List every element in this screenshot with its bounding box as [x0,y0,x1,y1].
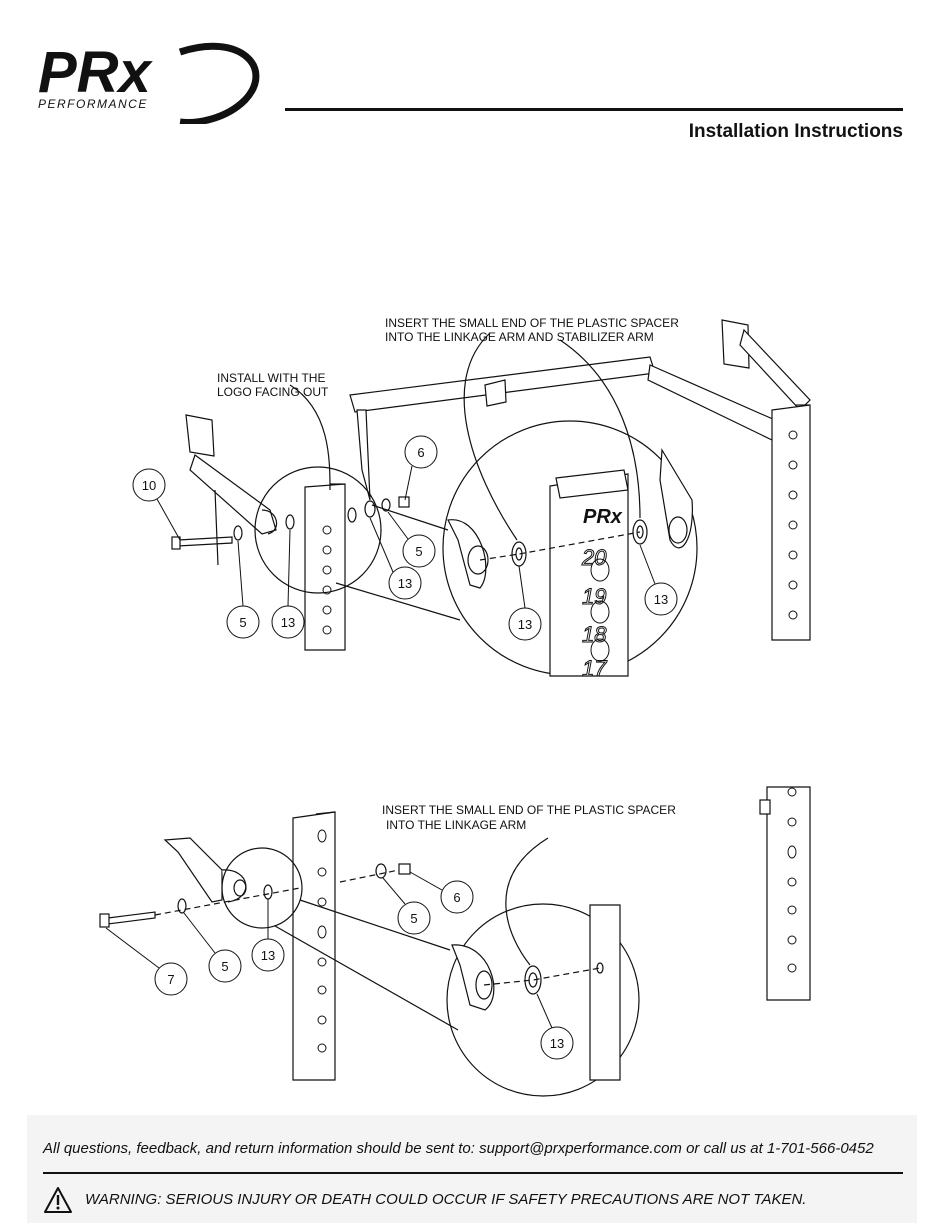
footer-rule [43,1172,903,1174]
contact-info: All questions, feedback, and return info… [43,1140,874,1157]
svg-text:13: 13 [518,617,532,632]
page-title: Installation Instructions [688,121,903,142]
part-callout: 5 [183,912,242,983]
svg-text:6: 6 [453,890,460,905]
upright-number: 19 [582,584,606,609]
svg-text:13: 13 [550,1036,564,1051]
upright-number: 18 [582,622,607,647]
spacer-note-line: INTO THE LINKAGE ARM AND STABILIZER ARM [385,330,654,344]
svg-text:13: 13 [281,615,295,630]
logo-note-line: INSTALL WITH THE [217,371,325,385]
svg-text:5: 5 [239,615,246,630]
svg-text:13: 13 [654,592,668,607]
part-callout: 5 [226,540,260,639]
part-callout: 5 [387,511,436,568]
svg-text:5: 5 [221,959,228,974]
logo-subtext: PERFORMANCE [38,97,148,111]
part-callout: 6 [404,435,438,501]
upright-number: 20 [581,545,607,570]
part-callout: 13 [508,565,542,641]
upright-number: 17 [582,656,607,681]
svg-text:5: 5 [410,911,417,926]
svg-text:7: 7 [167,972,174,987]
part-callout: 13 [639,544,678,616]
part-callout: 10 [132,468,181,541]
spacer-note-line: INTO THE LINKAGE ARM [386,818,526,832]
svg-text:13: 13 [398,576,412,591]
part-callout: 13 [251,899,285,972]
footer-band [27,1115,917,1223]
prx-performance-logo: PRx PERFORMANCE [38,40,260,124]
spacer-note-line: INSERT THE SMALL END OF THE PLASTIC SPAC… [385,316,679,330]
safety-warning: WARNING: SERIOUS INJURY OR DEATH COULD O… [85,1191,807,1208]
part-callout: 13 [536,993,574,1060]
diagram-2 [99,786,811,1097]
svg-text:10: 10 [142,478,156,493]
header-rule [285,108,903,111]
part-callout: 5 [382,877,431,935]
svg-text:6: 6 [417,445,424,460]
warning-icon [44,1187,72,1213]
svg-text:5: 5 [415,544,422,559]
part-callout: 7 [105,927,188,996]
spacer-note-line: INSERT THE SMALL END OF THE PLASTIC SPAC… [382,803,676,817]
logo-note-line: LOGO FACING OUT [217,385,329,399]
part-callout: 13 [271,529,305,639]
svg-text:PRx: PRx [583,506,623,528]
diagram-1: PRx 20 19 18 17 [171,319,811,682]
svg-text:13: 13 [261,948,275,963]
part-callout: 6 [409,871,474,914]
logo-wordmark: PRx [38,40,154,105]
part-callout: 13 [369,517,422,600]
